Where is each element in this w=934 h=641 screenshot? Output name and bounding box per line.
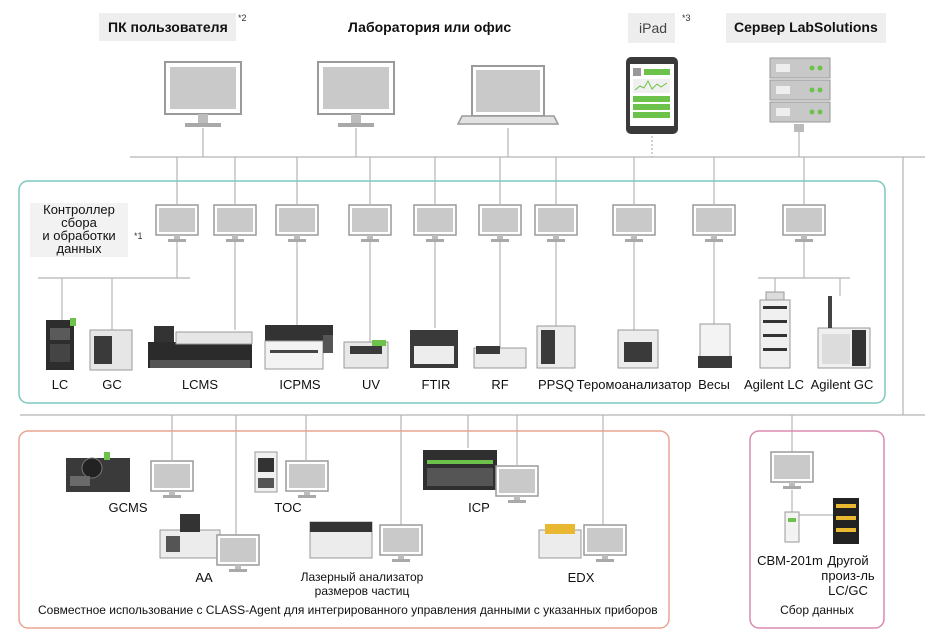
gcms-label: GCMS [108, 500, 148, 515]
laptop-icon [457, 65, 559, 125]
icpms-instrument [264, 325, 333, 370]
gcms-instrument [66, 452, 130, 492]
class-agent-box [18, 430, 670, 629]
laser-analyzer-label-line1: Лазерный анализатор [300, 570, 424, 584]
cbm-201m-label: CBM-201m [757, 553, 823, 568]
user-pc-monitor [164, 61, 242, 128]
ipad-device [626, 57, 678, 134]
thermal-analyzer-instrument [617, 329, 659, 369]
toc-instrument [254, 451, 278, 493]
other-lc-gc-label-line3: LC/GC [828, 583, 868, 598]
ipad-label: iPad [639, 20, 668, 36]
gc-instrument [89, 329, 133, 371]
controller-label-line1: Контроллер [43, 202, 115, 217]
server-label: Сервер LabSolutions [734, 19, 878, 35]
edx-instrument [538, 524, 582, 559]
balance-instrument [698, 323, 732, 368]
aa-instrument [159, 514, 221, 559]
controller-pcs [155, 204, 826, 243]
lab-instruments-box [18, 180, 886, 404]
controller-label-line4: данных [56, 241, 102, 256]
laser-particle-analyzer-instrument [309, 521, 373, 559]
other-lc-gc-device [833, 498, 859, 544]
ppsq-instrument [536, 325, 576, 369]
agilent-lc-instrument [759, 291, 791, 369]
lab-office-label: Лаборатория или офис [348, 19, 512, 35]
instrument-label-lcms: LCMS [181, 377, 219, 392]
icp-instrument [423, 450, 497, 490]
instrument-label-ppsq: PPSQ [537, 377, 575, 392]
cbm-201m-device [784, 511, 800, 543]
instrument-label-gc: GC [102, 377, 122, 392]
laser-analyzer-label-line2: размеров частиц [314, 584, 410, 598]
ftir-instrument [410, 330, 458, 368]
toc-label: TOC [274, 500, 302, 515]
instrument-label-uv: UV [361, 377, 381, 392]
instrument-label-icpms: ICPMS [279, 377, 321, 392]
user-pc-label: ПК пользователя [108, 19, 228, 35]
instrument-label-ftir: FTIR [421, 377, 451, 392]
icp-label: ICP [468, 500, 490, 515]
data-collection-box [749, 430, 885, 629]
laser-analyzer-label: Лазерный анализатор размеров частиц [301, 570, 424, 598]
other-lc-gc-label: Другой произ-ль LC/GC [821, 553, 874, 598]
other-lc-gc-label-line1: Другой [827, 553, 869, 568]
controller-label-line2: сбора [61, 215, 97, 230]
server-rack [769, 57, 831, 132]
controller-footnote: *1 [134, 231, 143, 241]
controller-label-line3: и обработки [42, 228, 116, 243]
instrument-label-balance: Весы [698, 377, 730, 392]
uv-instrument [343, 340, 389, 369]
other-lc-gc-label-line2: произ-ль [821, 568, 875, 583]
instrument-label-agilent-lc: Agilent LC [744, 377, 804, 392]
lc-instrument [46, 318, 76, 370]
controller-label: Контроллер сбора и обработки данных [30, 203, 128, 257]
edx-label: EDX [567, 570, 595, 585]
class-agent-caption: Совместное использование с CLASS-Agent д… [38, 603, 658, 617]
instrument-label-rf: RF [491, 377, 509, 392]
lcms-instrument [148, 326, 253, 368]
data-collection-caption: Сбор данных [780, 603, 854, 617]
rf-instrument [473, 346, 527, 369]
ipad-footnote: *3 [682, 13, 691, 23]
instrument-label-thermal: Теромоанализатор [576, 377, 692, 392]
instrument-label-lc: LC [51, 377, 69, 392]
instrument-label-agilent-gc: Agilent GC [810, 377, 874, 392]
user-pc-footnote: *2 [238, 13, 247, 23]
lab-pc-monitor [317, 61, 395, 128]
aa-label: AA [195, 570, 213, 585]
agilent-gc-instrument [817, 296, 871, 369]
